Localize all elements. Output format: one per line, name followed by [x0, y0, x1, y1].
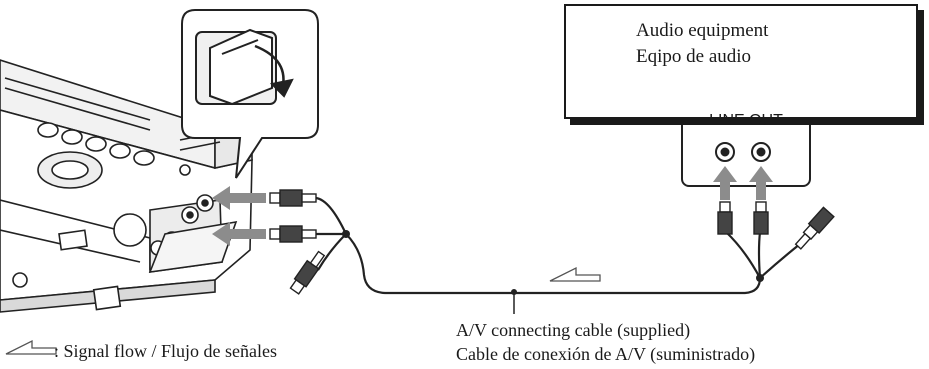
- signal-flow-legend: : Signal flow / Flujo de señales: [54, 341, 277, 361]
- audio-equipment-label-es: Eqipo de audio: [636, 46, 752, 67]
- audio-equipment-label-en: Audio equipment: [636, 20, 769, 41]
- input-arrows: [212, 186, 266, 246]
- camcorder-plugs: [269, 189, 326, 295]
- cable-label-en: A/V connecting cable (supplied): [456, 320, 691, 340]
- cable-label-es: Cable de conexión de A/V (suministrado): [456, 344, 756, 364]
- cable-junction-right: [756, 274, 764, 282]
- line-out-jacks: [715, 142, 771, 162]
- line-out-label: LINE OUT: [709, 112, 783, 129]
- cable-junction-left: [342, 230, 350, 238]
- zoom-callout: [181, 9, 319, 179]
- av-cable: [315, 196, 801, 295]
- audio-equipment-box: Audio equipment Eqipo de audio: [564, 4, 918, 119]
- audio-equipment-plugs: [717, 201, 835, 250]
- legend-arrow-icon: [5, 339, 57, 355]
- output-arrows: [713, 166, 773, 200]
- signal-flow-arrow: [549, 266, 601, 282]
